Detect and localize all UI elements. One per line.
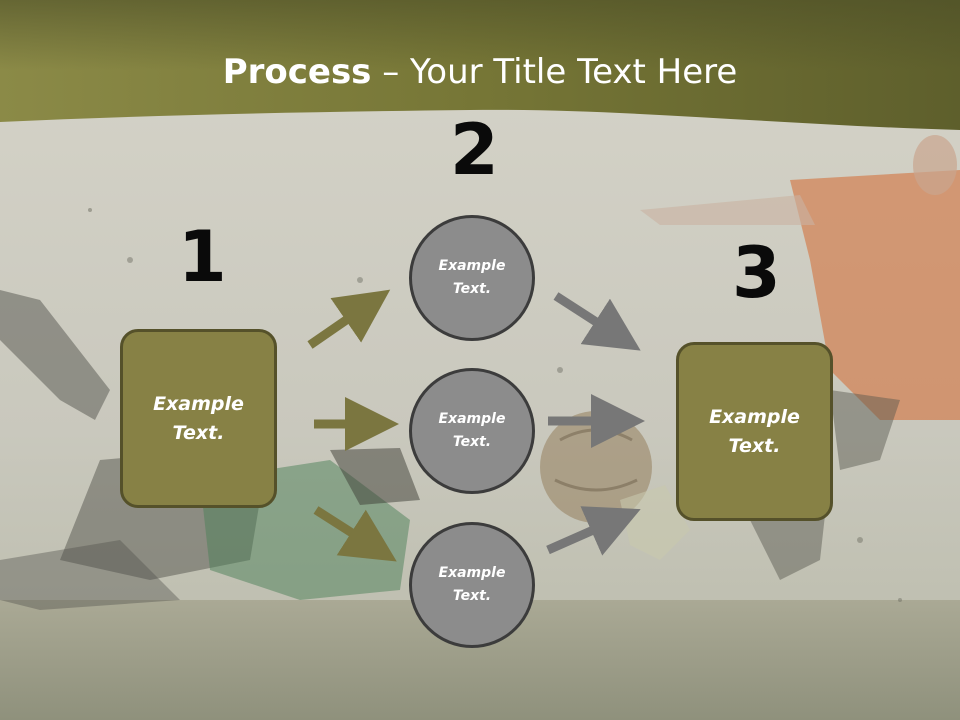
circle-bottom-line1: Example bbox=[438, 565, 506, 581]
arrow-from-circle-bottom bbox=[546, 506, 641, 556]
circle-top-line2: Text. bbox=[452, 281, 492, 297]
step-1-label-line1: Example bbox=[153, 392, 244, 415]
step-number-3: 3 bbox=[732, 232, 781, 314]
step-1-label-line2: Text. bbox=[172, 421, 225, 444]
slide-title-bold: Process bbox=[222, 52, 372, 92]
arrow-to-circle-top bbox=[307, 289, 391, 349]
arrow-to-circle-bottom bbox=[313, 506, 397, 562]
circle-middle-line1: Example bbox=[438, 411, 506, 427]
step-3-label-line1: Example bbox=[709, 405, 800, 428]
arrow-from-circle-top bbox=[553, 292, 641, 351]
slide-title-rest: – Your Title Text Here bbox=[371, 52, 738, 92]
step-number-2: 2 bbox=[450, 109, 499, 191]
step-3-label-line2: Text. bbox=[728, 434, 781, 457]
circle-top-line1: Example bbox=[438, 258, 506, 274]
circle-middle-line2: Text. bbox=[452, 434, 492, 450]
circle-bottom-line2: Text. bbox=[452, 588, 492, 604]
step-number-1: 1 bbox=[178, 216, 227, 298]
slide-title: Process – Your Title Text Here bbox=[0, 52, 960, 92]
